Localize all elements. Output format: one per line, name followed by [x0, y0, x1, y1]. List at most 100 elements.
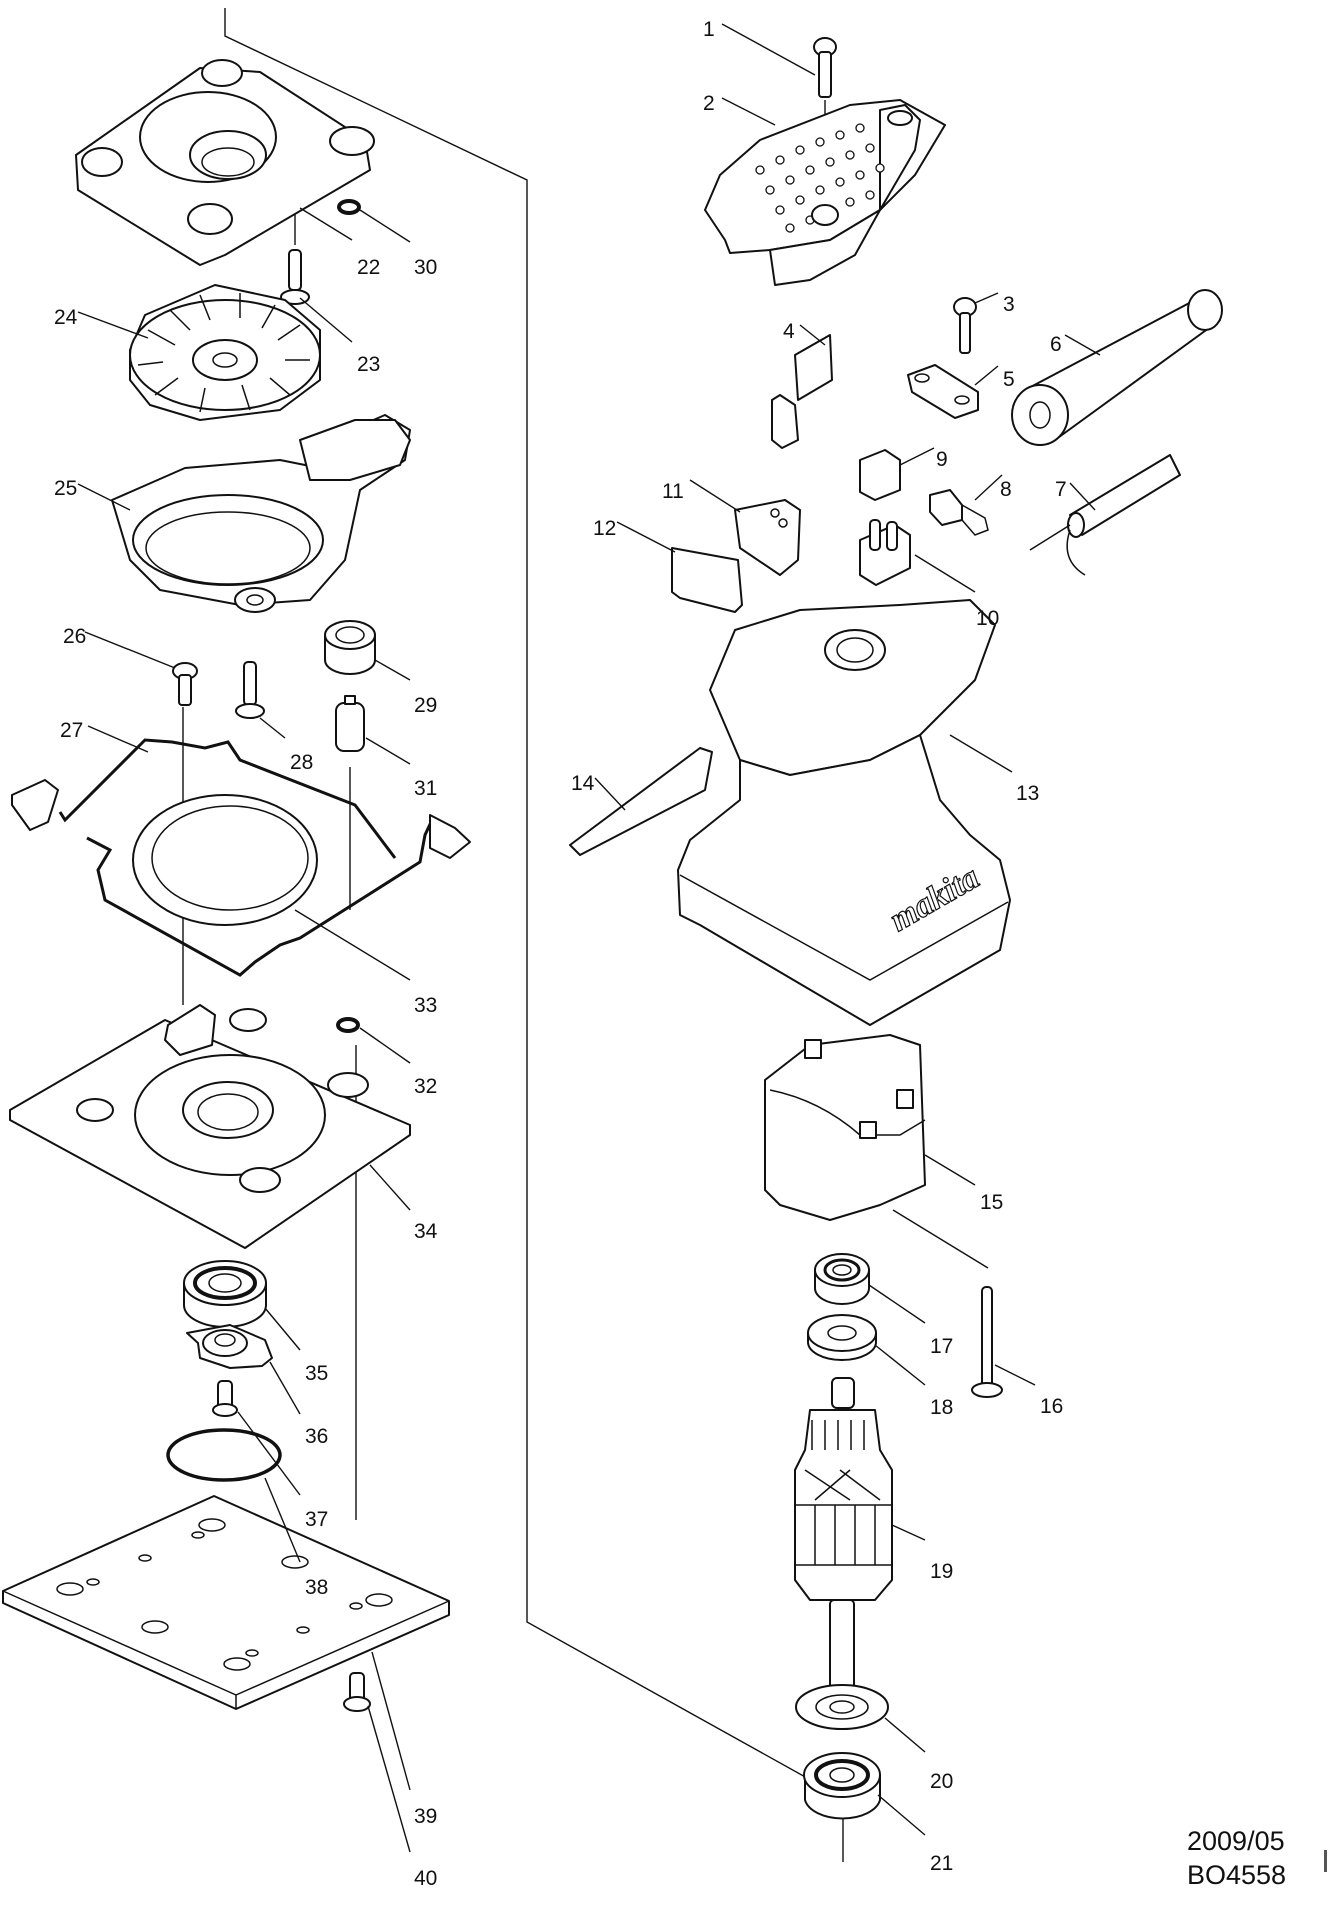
part-33-rubber-ring [132, 794, 318, 926]
part-18-washer [807, 1314, 877, 1361]
leader-line-12 [616, 521, 676, 553]
leader-line-7 [1069, 482, 1096, 511]
part-label-16: 16 [1040, 1395, 1063, 1418]
part-19-armature [794, 1377, 893, 1691]
part-label-1: 1 [703, 18, 715, 41]
leader-line-35 [264, 1307, 301, 1351]
leader-line-3 [974, 292, 999, 304]
part-label-8: 8 [1000, 478, 1012, 501]
part-2-rear-cover [704, 99, 946, 286]
part-23-screw [280, 249, 310, 305]
part-label-31: 31 [414, 777, 437, 800]
part-29-rubber-ring [324, 620, 376, 675]
leader-line-28 [259, 717, 286, 739]
part-label-37: 37 [305, 1508, 328, 1531]
leader-line-34 [369, 1164, 411, 1211]
part-5-strain-relief [907, 364, 979, 419]
part-30-o-ring [337, 199, 361, 215]
part-label-40: 40 [414, 1867, 437, 1890]
leader-line-24 [77, 311, 149, 339]
part-label-33: 33 [414, 994, 437, 1017]
part-label-39: 39 [414, 1805, 437, 1828]
leader-lines [77, 23, 1101, 1853]
leader-line-16 [994, 1364, 1036, 1386]
diagram-date: 2009/05 [1187, 1826, 1285, 1856]
part-label-19: 19 [930, 1560, 953, 1583]
leader-line-13 [949, 734, 1013, 773]
leader-line-30 [359, 209, 411, 243]
leader-line-19 [891, 1524, 926, 1541]
part-15-field [764, 1034, 926, 1221]
part-label-29: 29 [414, 694, 437, 717]
leader-line-25 [77, 483, 131, 511]
leader-line-17 [868, 1284, 926, 1324]
part-label-2: 2 [703, 92, 715, 115]
leader-line-38 [264, 1477, 301, 1563]
part-label-32: 32 [414, 1075, 437, 1098]
part-label-24: 24 [54, 306, 78, 329]
part-label-14: 14 [571, 772, 595, 795]
part-31-pin [335, 695, 365, 752]
leader-line-18 [874, 1344, 926, 1386]
leader-line-40 [367, 1705, 411, 1853]
part-label-23: 23 [357, 353, 380, 376]
leader-line-36 [269, 1361, 301, 1415]
leader-line-6 [1064, 334, 1101, 356]
part-label-38: 38 [305, 1576, 328, 1599]
part-label-22: 22 [357, 256, 380, 279]
leader-line-26 [84, 631, 176, 669]
part-39-pad [2, 1495, 450, 1710]
leader-line-39 [371, 1651, 411, 1791]
part-32-o-ring [336, 1017, 360, 1033]
leader-line-5 [974, 365, 999, 386]
leader-line-14 [594, 777, 626, 811]
leader-line-11 [689, 479, 741, 513]
part-14-name-plate [569, 747, 713, 856]
motor-housing-body: makita [677, 734, 1011, 1026]
part-label-35: 35 [305, 1362, 328, 1385]
part-9-brush-holder [859, 449, 901, 501]
leader-line-9 [899, 447, 935, 466]
part-label-28: 28 [290, 751, 313, 774]
part-1-screw [813, 37, 837, 98]
part-label-34: 34 [414, 1220, 438, 1243]
part-4-noise-suppressor [771, 334, 833, 449]
leader-line-31 [365, 737, 411, 765]
part-3-screw [953, 297, 977, 354]
part-label-26: 26 [63, 625, 86, 648]
part-label-6: 6 [1050, 333, 1062, 356]
part-label-13: 13 [1016, 782, 1039, 805]
leader-line-27 [87, 725, 149, 753]
part-25-housing [111, 414, 411, 613]
part-10-terminal [859, 519, 911, 586]
part-label-5: 5 [1003, 368, 1015, 391]
part-label-21: 21 [930, 1852, 953, 1875]
leader-line-4 [799, 324, 826, 346]
part-27-clamp-lever [11, 738, 471, 977]
part-label-12: 12 [593, 517, 616, 540]
part-13-motor-housing [709, 599, 996, 776]
leader-line-32 [359, 1027, 411, 1064]
part-label-27: 27 [60, 719, 83, 742]
part-26-screw [172, 662, 198, 706]
part-22-bearing-box [75, 59, 375, 266]
part-label-30: 30 [414, 256, 437, 279]
part-35-ball-bearing [183, 1260, 267, 1328]
part-21-ball-bearing [803, 1752, 881, 1820]
leader-line-21 [877, 1794, 926, 1836]
part-17-ball-bearing [814, 1253, 870, 1305]
part-37-screw [212, 1380, 238, 1417]
part-20-fan-guide [795, 1684, 889, 1730]
leader-line-1 [721, 23, 816, 76]
leader-line-33 [294, 909, 411, 981]
leader-line-23 [299, 297, 353, 343]
part-8-carbon-brush [929, 489, 989, 536]
part-24-fan [129, 284, 321, 421]
part-label-25: 25 [54, 477, 77, 500]
part-label-4: 4 [783, 320, 795, 343]
leader-line-22 [299, 207, 353, 241]
part-label-7: 7 [1055, 478, 1067, 501]
part-12-switch-button [671, 547, 743, 613]
part-label-36: 36 [305, 1425, 328, 1448]
part-label-9: 9 [936, 448, 948, 471]
